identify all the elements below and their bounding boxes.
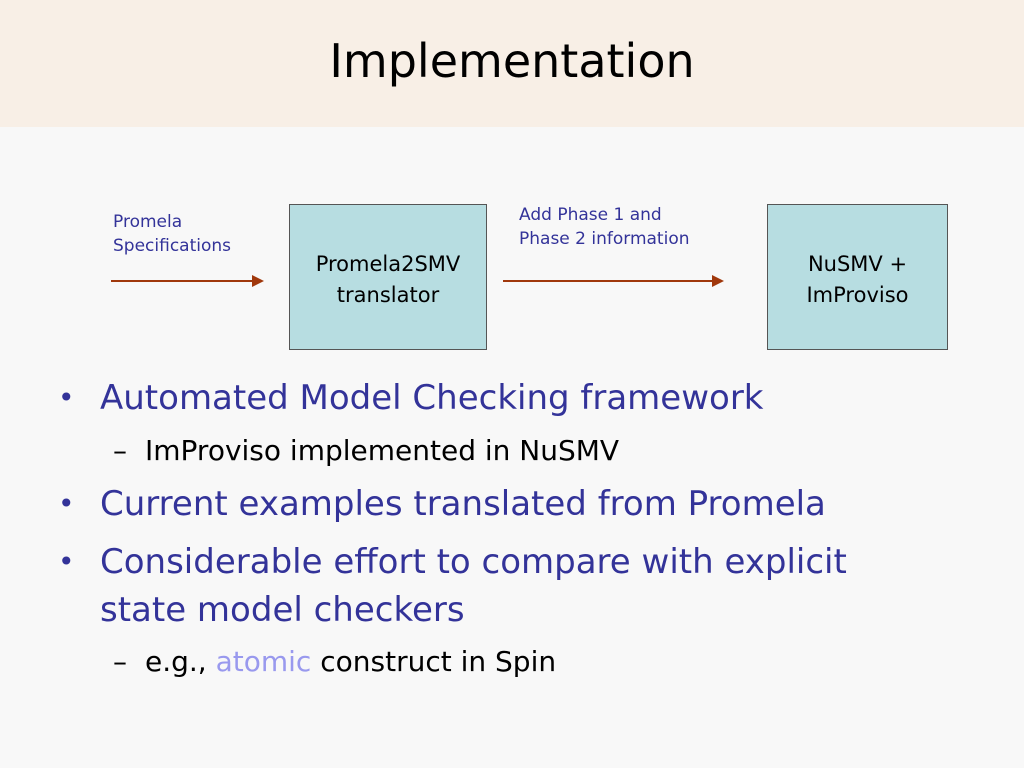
bullet-3-line2: state model checkers (100, 590, 465, 630)
bullet-1-text: Automated Model Checking framework (100, 378, 764, 418)
bullet-dot: • (58, 487, 75, 520)
bullet-dot: • (58, 381, 75, 414)
sub-bullet-2: – e.g., atomic construct in Spin (113, 642, 985, 682)
sub-bullet-2-pre: e.g., (145, 645, 216, 678)
input-label: Promela Specifications (113, 210, 231, 258)
bullet-3-line1: Considerable effort to compare with expl… (100, 542, 847, 582)
translator-box-line1: Promela2SMV (315, 252, 461, 276)
translator-box: Promela2SMV translator (289, 204, 487, 350)
middle-label: Add Phase 1 and Phase 2 information (519, 203, 690, 251)
input-label-line1: Promela (113, 212, 183, 232)
middle-arrow-head (712, 275, 724, 287)
bullet-3: • Considerable effort to compare with ex… (58, 538, 980, 634)
title-band (0, 0, 1024, 127)
middle-label-line1: Add Phase 1 and (519, 205, 662, 225)
slide-title: Implementation (329, 34, 695, 88)
sub-bullet-2-post: construct in Spin (311, 645, 557, 678)
sub-bullet-dash: – (113, 434, 127, 467)
atomic-keyword: atomic (215, 645, 312, 678)
sub-bullet-dash: – (113, 645, 127, 678)
input-arrow-head (252, 275, 264, 287)
middle-label-line2: Phase 2 information (519, 229, 690, 249)
translator-box-line2: translator (336, 283, 440, 307)
sub-bullet-1-text: ImProviso implemented in NuSMV (145, 434, 620, 467)
bullet-1: • Automated Model Checking framework (58, 374, 980, 422)
nusmv-box-line2: ImProviso (806, 283, 909, 307)
bullet-2: • Current examples translated from Prome… (58, 480, 980, 528)
nusmv-box: NuSMV + ImProviso (767, 204, 948, 350)
sub-bullet-1: – ImProviso implemented in NuSMV (113, 431, 985, 471)
bullet-dot: • (58, 545, 75, 578)
nusmv-box-line1: NuSMV + (807, 252, 908, 276)
input-label-line2: Specifications (113, 236, 232, 256)
bullet-2-text: Current examples translated from Promela (100, 484, 826, 524)
